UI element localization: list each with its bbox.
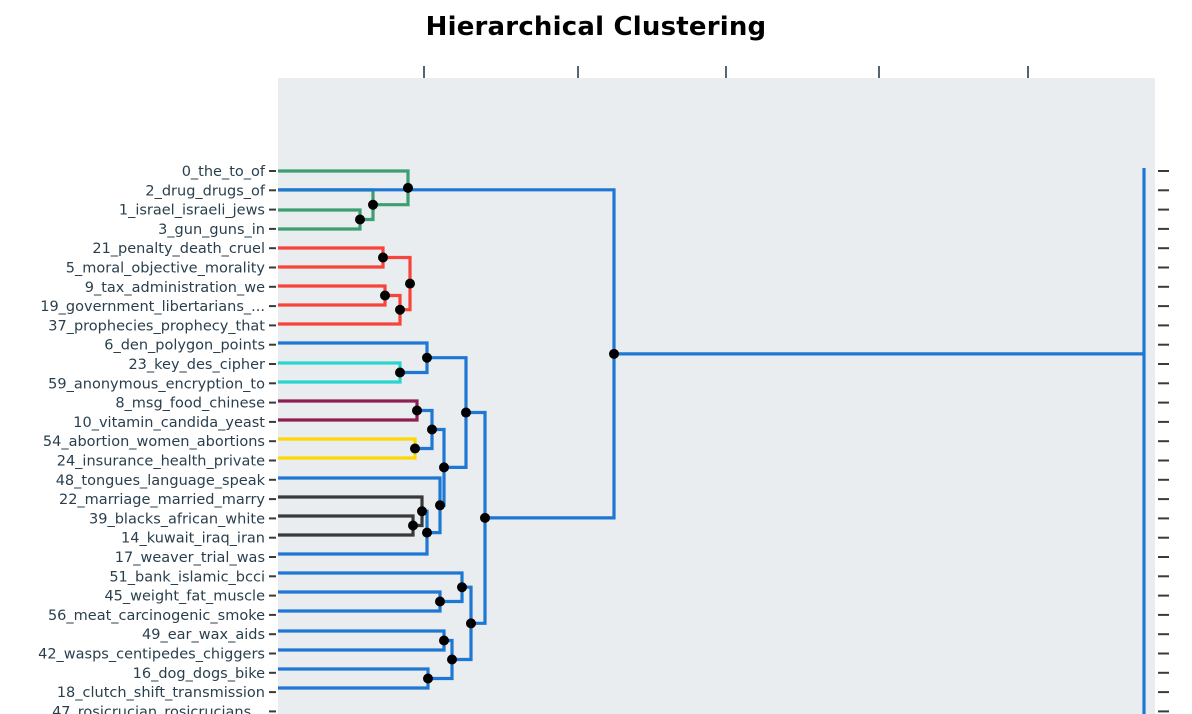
merge-node: [380, 290, 390, 301]
merge-node: [447, 654, 457, 665]
top-axis-ticks: [423, 66, 1029, 78]
leaf-label-27: 18_clutch_shift_transmission: [57, 685, 265, 701]
leaf-label-7: 19_government_libertarians_...: [40, 299, 265, 315]
leaf-labels: 0_the_to_of 2_drug_drugs_of 1_israel_israe…: [38, 164, 276, 714]
merge-node: [417, 506, 427, 517]
merge-node: [405, 278, 415, 289]
leaf-label-22: 45_weight_fat_muscle: [104, 589, 265, 605]
leaf-label-15: 24_insurance_health_private: [57, 454, 265, 470]
merge-node: [408, 520, 418, 531]
leaf-label-19: 14_kuwait_iraq_iran: [121, 531, 265, 547]
leaf-label-10: 23_key_des_cipher: [128, 357, 265, 373]
leaf-label-12: 8_msg_food_chinese: [115, 396, 265, 412]
leaf-label-5: 5_moral_objective_morality: [66, 261, 266, 277]
leaf-label-28: 47_rosicrucian_rosicrucians...: [52, 704, 265, 714]
leaf-label-11: 59_anonymous_encryption_to: [48, 376, 265, 392]
merge-node: [435, 596, 445, 607]
merge-node: [439, 635, 449, 646]
leaf-label-23: 56_meat_carcinogenic_smoke: [48, 608, 265, 624]
merge-node: [368, 199, 378, 210]
merge-node: [378, 252, 388, 263]
leaf-label-9: 6_den_polygon_points: [104, 338, 265, 354]
leaf-label-3: 3_gun_guns_in: [158, 222, 265, 238]
merge-node: [457, 582, 467, 593]
merge-node: [355, 214, 365, 225]
leaf-label-26: 16_dog_dogs_bike: [133, 666, 265, 682]
merge-node: [403, 182, 413, 193]
leaf-label-2: 1_israel_israeli_jews: [119, 203, 265, 219]
merge-node: [422, 527, 432, 538]
leaf-label-20: 17_weaver_trial_was: [115, 550, 265, 566]
merge-node: [423, 673, 433, 684]
dendrogram-merge-nodes: [355, 182, 619, 684]
merge-node: [427, 424, 437, 435]
merge-node: [461, 407, 471, 418]
merge-node: [609, 348, 619, 359]
leaf-label-14: 54_abortion_women_abortions: [43, 434, 265, 450]
right-axis-ticks: [1158, 170, 1169, 713]
leaf-label-25: 42_wasps_centipedes_chiggers: [38, 647, 265, 663]
leaf-label-0: 0_the_to_of: [182, 164, 266, 180]
leaf-label-13: 10_vitamin_candida_yeast: [73, 415, 265, 431]
leaf-label-24: 49_ear_wax_aids: [142, 627, 265, 643]
leaf-label-8: 37_prophecies_prophecy_that: [48, 318, 265, 334]
leaf-label-21: 51_bank_islamic_bcci: [109, 569, 265, 585]
merge-node: [435, 500, 445, 511]
merge-node: [412, 405, 422, 416]
leaf-label-16: 48_tongues_language_speak: [56, 473, 266, 489]
merge-node: [410, 443, 420, 454]
merge-node: [466, 618, 476, 629]
leaf-label-4: 21_penalty_death_cruel: [92, 241, 265, 257]
merge-node: [395, 304, 405, 315]
leaf-label-1: 2_drug_drugs_of: [145, 183, 266, 199]
leaf-label-17: 22_marriage_married_marry: [59, 492, 265, 508]
merge-node: [395, 367, 405, 378]
plot-background: [278, 78, 1155, 714]
leaf-label-6: 9_tax_administration_we: [85, 280, 265, 296]
page-title: Hierarchical Clustering: [425, 12, 767, 42]
leaf-label-18: 39_blacks_african_white: [89, 511, 265, 527]
merge-node: [480, 512, 490, 523]
merge-node: [439, 462, 449, 473]
merge-node: [422, 352, 432, 363]
